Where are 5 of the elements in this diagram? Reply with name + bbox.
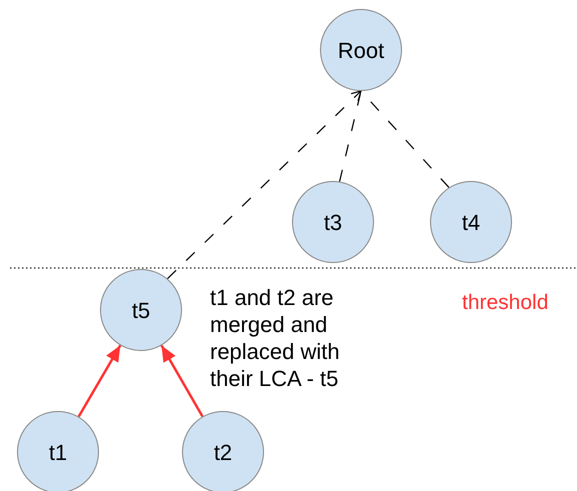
arrow — [78, 344, 122, 418]
arrow — [160, 344, 204, 418]
annotation-text: t1 and t2 are merged and replaced with their LCA - t5 — [210, 284, 341, 392]
arrow — [167, 90, 362, 280]
threshold-label: threshold — [462, 290, 548, 316]
